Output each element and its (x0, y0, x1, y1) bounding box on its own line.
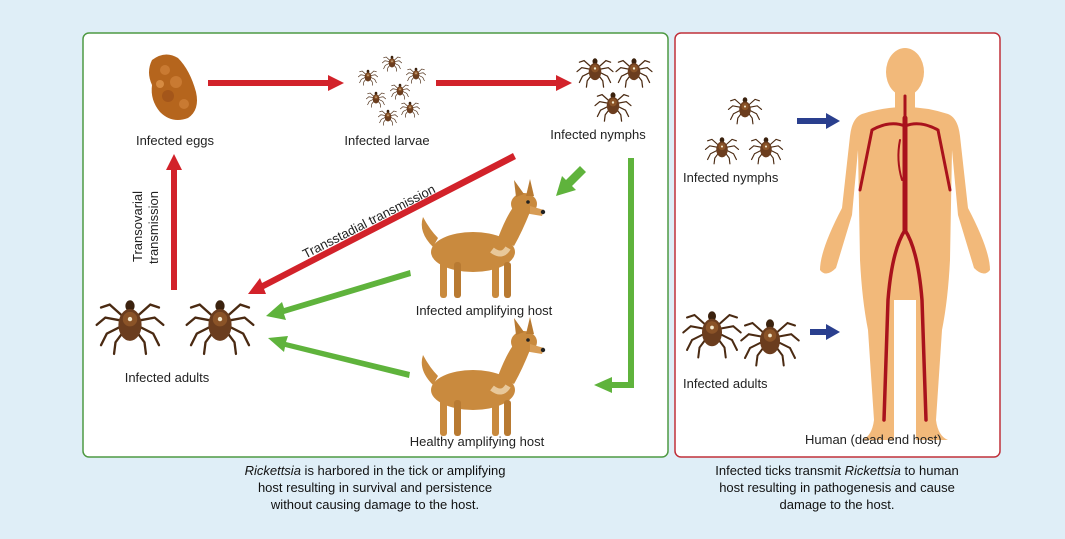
label-human-dead-end-host: Human (dead end host) (805, 432, 942, 447)
label-transovarial-transmission: transmission (146, 191, 161, 264)
label-infected-eggs: Infected eggs (136, 133, 214, 148)
label-infected-amplifying-host: Infected amplifying host (416, 303, 553, 318)
label-healthy-amplifying-host: Healthy amplifying host (410, 434, 544, 449)
label-infected-nymphs: Infected nymphs (550, 127, 645, 142)
right-caption-line3: damage to the host. (672, 496, 1002, 513)
left-caption-line1: is harbored in the tick or amplifying (301, 463, 505, 478)
label-right-infected-nymphs: Infected nymphs (683, 170, 778, 185)
label-infected-larvae: Infected larvae (344, 133, 429, 148)
left-caption: Rickettsia is harbored in the tick or am… (160, 462, 590, 513)
label-transovarial: Transovarial (130, 191, 145, 262)
right-caption-italic: Rickettsia (845, 463, 901, 478)
left-caption-line3: without causing damage to the host. (160, 496, 590, 513)
left-caption-italic: Rickettsia (245, 463, 301, 478)
right-caption-line1-pre: Infected ticks transmit (715, 463, 844, 478)
right-caption: Infected ticks transmit Rickettsia to hu… (672, 462, 1002, 513)
right-caption-line1-post: to human (901, 463, 959, 478)
left-caption-line2: host resulting in survival and persisten… (160, 479, 590, 496)
right-caption-line2: host resulting in pathogenesis and cause (672, 479, 1002, 496)
arrow-nymphs-down (628, 158, 634, 388)
label-infected-adults: Infected adults (125, 370, 210, 385)
label-right-infected-adults: Infected adults (683, 376, 768, 391)
